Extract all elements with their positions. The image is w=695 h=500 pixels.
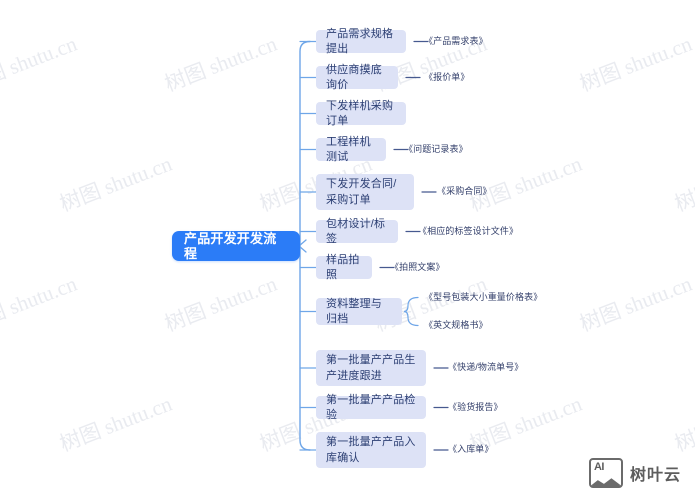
topic-node-label: 下发开发合同/采购订单 bbox=[326, 178, 397, 206]
topic-node[interactable]: 工程样机测试 bbox=[316, 136, 386, 163]
topic-node-label: 供应商摸底询价 bbox=[326, 63, 382, 91]
annotation-label: 《快递/物流单号》 bbox=[448, 362, 524, 372]
annotation-label: 《验货报告》 bbox=[448, 401, 503, 412]
annotation-label: 《产品需求表》 bbox=[424, 35, 488, 46]
annotation-label: 《英文规格书》 bbox=[424, 319, 488, 330]
topic-node[interactable]: 样品拍照 bbox=[316, 254, 372, 281]
ai-icon-label: AI bbox=[593, 461, 605, 473]
annotation-label: 《相应的标签设计文件》 bbox=[418, 225, 519, 236]
root-connector bbox=[298, 239, 307, 253]
topic-node[interactable]: 包材设计/标签 bbox=[316, 218, 398, 245]
topic-node-label: 产品需求规格提出 bbox=[326, 27, 394, 55]
mountain-glyph bbox=[590, 478, 621, 486]
topic-node[interactable]: 第一批量产产品检验 bbox=[316, 394, 426, 421]
annotation-label: 《问题记录表》 bbox=[404, 143, 468, 154]
annotation-label: 《采购合同》 bbox=[437, 186, 492, 196]
topic-node[interactable]: 第一批量产产品生产进度跟进 bbox=[316, 350, 426, 386]
topic-node[interactable]: 产品需求规格提出 bbox=[316, 28, 406, 55]
topic-node-label: 下发样机采购订单 bbox=[326, 99, 394, 127]
trunk-spine bbox=[299, 40, 311, 451]
root-node-label: 产品开发开发流程 bbox=[184, 231, 277, 261]
topic-node-label: 第一批量产产品入库确认 bbox=[326, 436, 416, 464]
annotation-label: 《拍照文案》 bbox=[390, 261, 445, 272]
watermark-logo: AI 树叶云 bbox=[588, 458, 681, 488]
topic-node-label: 样品拍照 bbox=[326, 253, 360, 281]
topic-node-label: 工程样机测试 bbox=[326, 135, 371, 163]
topic-node[interactable]: 供应商摸底询价 bbox=[316, 64, 398, 91]
annotation-label: 《报价单》 bbox=[424, 71, 470, 82]
topic-node[interactable]: 资料整理与归档 bbox=[316, 298, 402, 325]
root-node[interactable]: 产品开发开发流程 bbox=[172, 231, 300, 261]
topic-node[interactable]: 下发样机采购订单 bbox=[316, 100, 406, 127]
topic-node-label: 资料整理与归档 bbox=[326, 297, 382, 325]
brand-name: 树叶云 bbox=[629, 467, 681, 484]
ai-image-icon: AI bbox=[588, 458, 623, 488]
topic-node-label: 包材设计/标签 bbox=[326, 217, 386, 245]
topic-node-label: 第一批量产产品生产进度跟进 bbox=[326, 354, 416, 382]
topic-node-label: 第一批量产产品检验 bbox=[326, 393, 416, 421]
topic-node[interactable]: 第一批量产产品入库确认 bbox=[316, 432, 426, 468]
annotation-label: 《入库单》 bbox=[448, 444, 494, 454]
annotation-label: 《型号包装大小重量价格表》 bbox=[424, 291, 543, 302]
annotation-brace bbox=[403, 296, 419, 327]
topic-node[interactable]: 下发开发合同/采购订单 bbox=[316, 174, 414, 210]
